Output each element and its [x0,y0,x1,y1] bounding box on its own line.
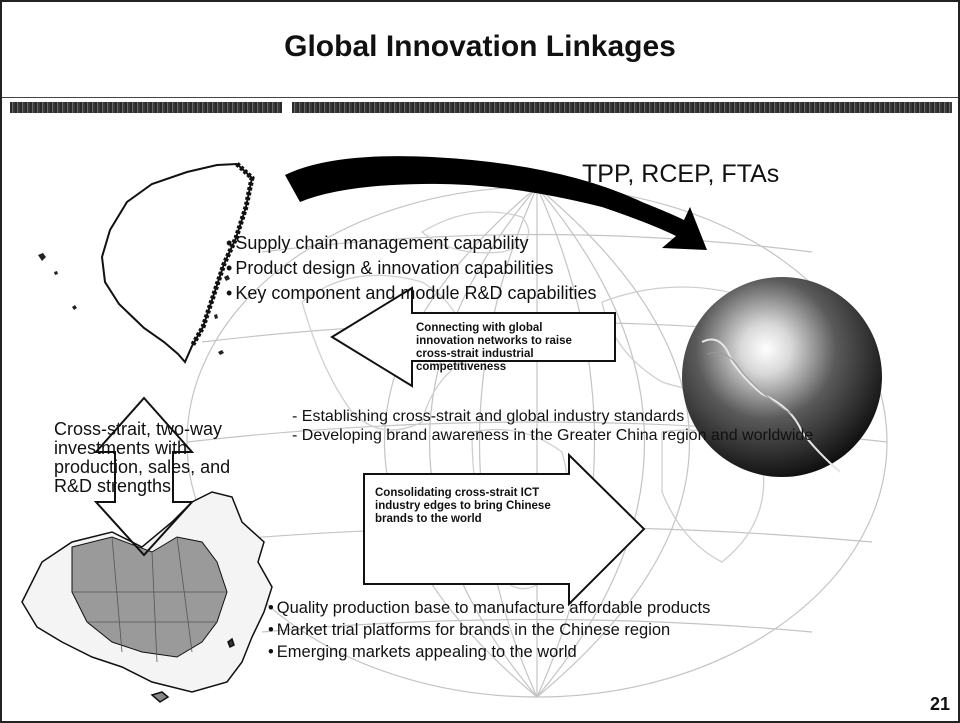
strength-item: Emerging markets appealing to the world [268,641,710,663]
globe-image [682,277,882,477]
double-arrow-shape [93,396,195,557]
taiwan-capabilities-list: Supply chain management capability Produ… [226,231,597,306]
trade-agreements-label: TPP, RCEP, FTAs [582,160,780,188]
standards-list: Establishing cross-strait and global ind… [292,407,813,445]
capability-item: Supply chain management capability [226,231,597,256]
strength-item: Quality production base to manufacture a… [268,597,711,619]
page-number: 21 [930,694,951,714]
title-band: Global Innovation Linkages [2,2,958,98]
capability-item: Product design & innovation capabilities [226,256,597,281]
taiwan-map [38,162,255,364]
china-map [21,491,273,703]
china-strengths-list: Quality production base to manufacture a… [268,597,711,663]
title-rule-right [292,102,952,113]
right-arrow-shape [363,452,646,607]
standards-item: Developing brand awareness in the Greate… [292,426,813,445]
capability-item: Key component and module R&D capabilitie… [226,281,596,306]
right-arrow-label: Consolidating cross-strait ICT industry … [375,487,551,525]
standards-item: Establishing cross-strait and global ind… [292,407,813,426]
slide-title: Global Innovation Linkages [284,30,676,63]
cross-strait-label: Cross-strait, two-way investments with p… [54,419,231,496]
curved-arrow-icon [285,156,707,250]
left-arrow-label: Connecting with global innovation networ… [416,322,572,373]
title-rule-left [10,102,282,113]
strength-item: Market trial platforms for brands in the… [268,619,710,641]
